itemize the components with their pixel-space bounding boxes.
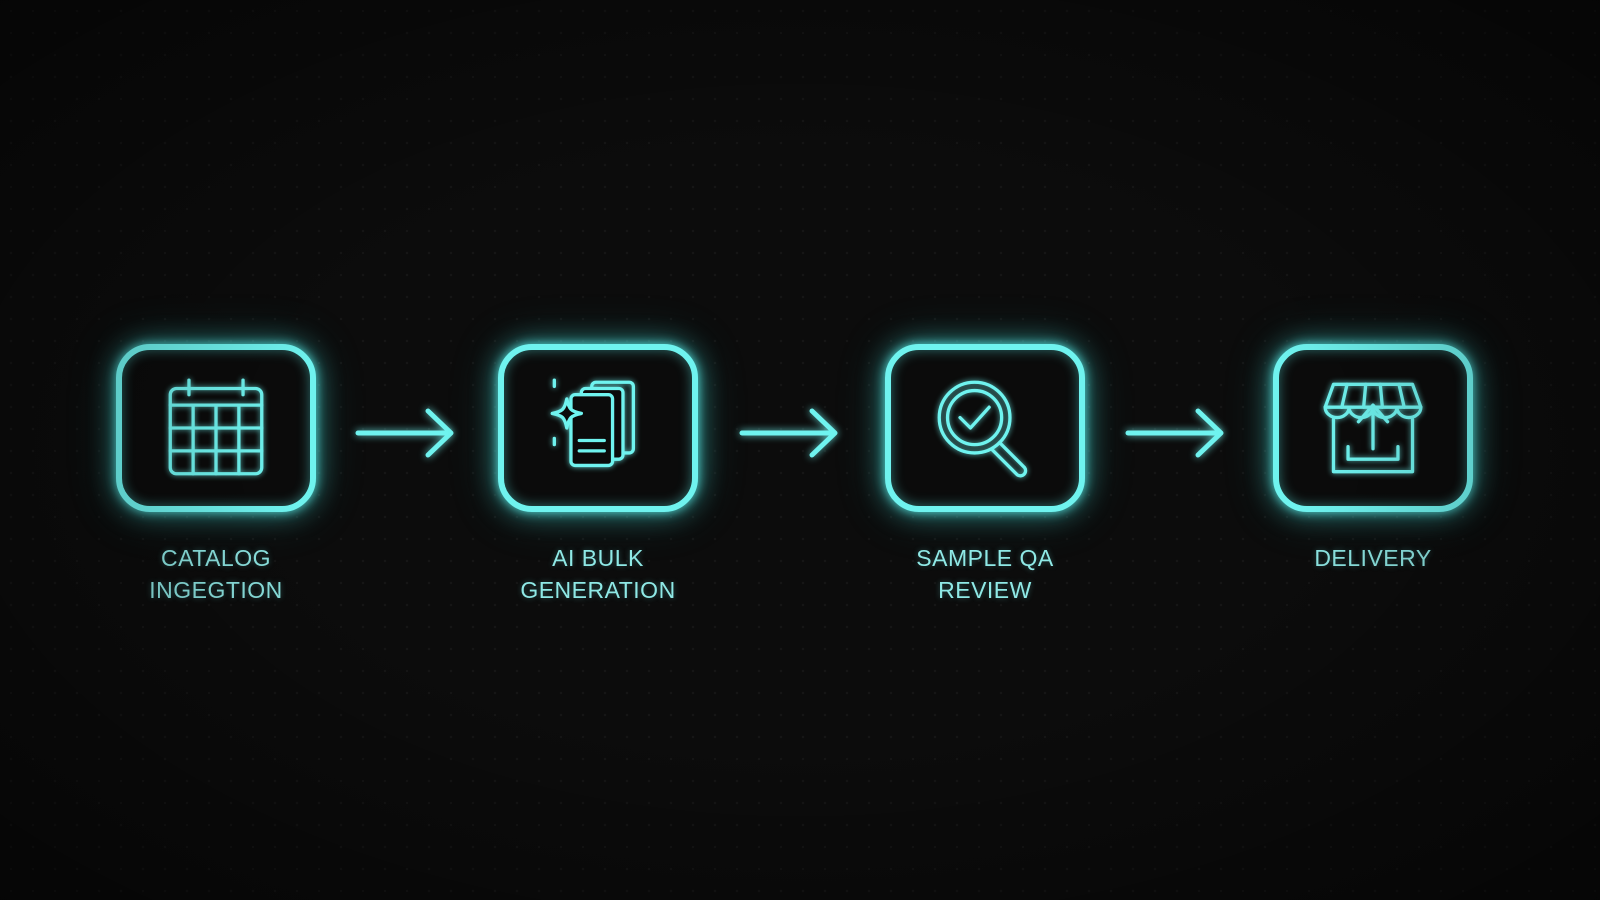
step-delivery: DELIVERY [1267, 344, 1479, 574]
arrow-right-icon [1125, 408, 1224, 458]
step-tile [1273, 344, 1473, 512]
step-sample-qa-review: SAMPLE QA REVIEW [879, 344, 1091, 606]
magnifier-check-icon [937, 380, 1028, 478]
arrow-right-icon [739, 408, 838, 458]
step-label-line: INGEGTION [149, 577, 283, 603]
step-label-line: GENERATION [520, 577, 676, 603]
step-tile [885, 344, 1085, 512]
step-label-line: CATALOG [161, 545, 271, 571]
step-ai-bulk-generation: AI BULK GENERATION [492, 344, 704, 606]
step-label: DELIVERY [1267, 542, 1479, 574]
step-label: SAMPLE QA REVIEW [879, 542, 1091, 606]
arrow-right-icon [355, 408, 454, 458]
step-tile [498, 344, 698, 512]
connector-arrow-2 [738, 407, 842, 459]
storefront-upload-icon [1323, 382, 1423, 474]
step-label-line: SAMPLE QA REVIEW [916, 545, 1054, 603]
step-label-line: AI BULK [552, 545, 644, 571]
connector-arrow-3 [1124, 407, 1228, 459]
step-tile [116, 344, 316, 512]
calendar-grid-icon [168, 378, 264, 476]
step-label-line: DELIVERY [1314, 545, 1432, 571]
sparkle-documents-icon [550, 378, 636, 468]
step-label: AI BULK GENERATION [492, 542, 704, 606]
connector-arrow-1 [354, 407, 458, 459]
step-catalog-ingestion: CATALOG INGEGTION [110, 344, 322, 606]
step-label: CATALOG INGEGTION [110, 542, 322, 606]
